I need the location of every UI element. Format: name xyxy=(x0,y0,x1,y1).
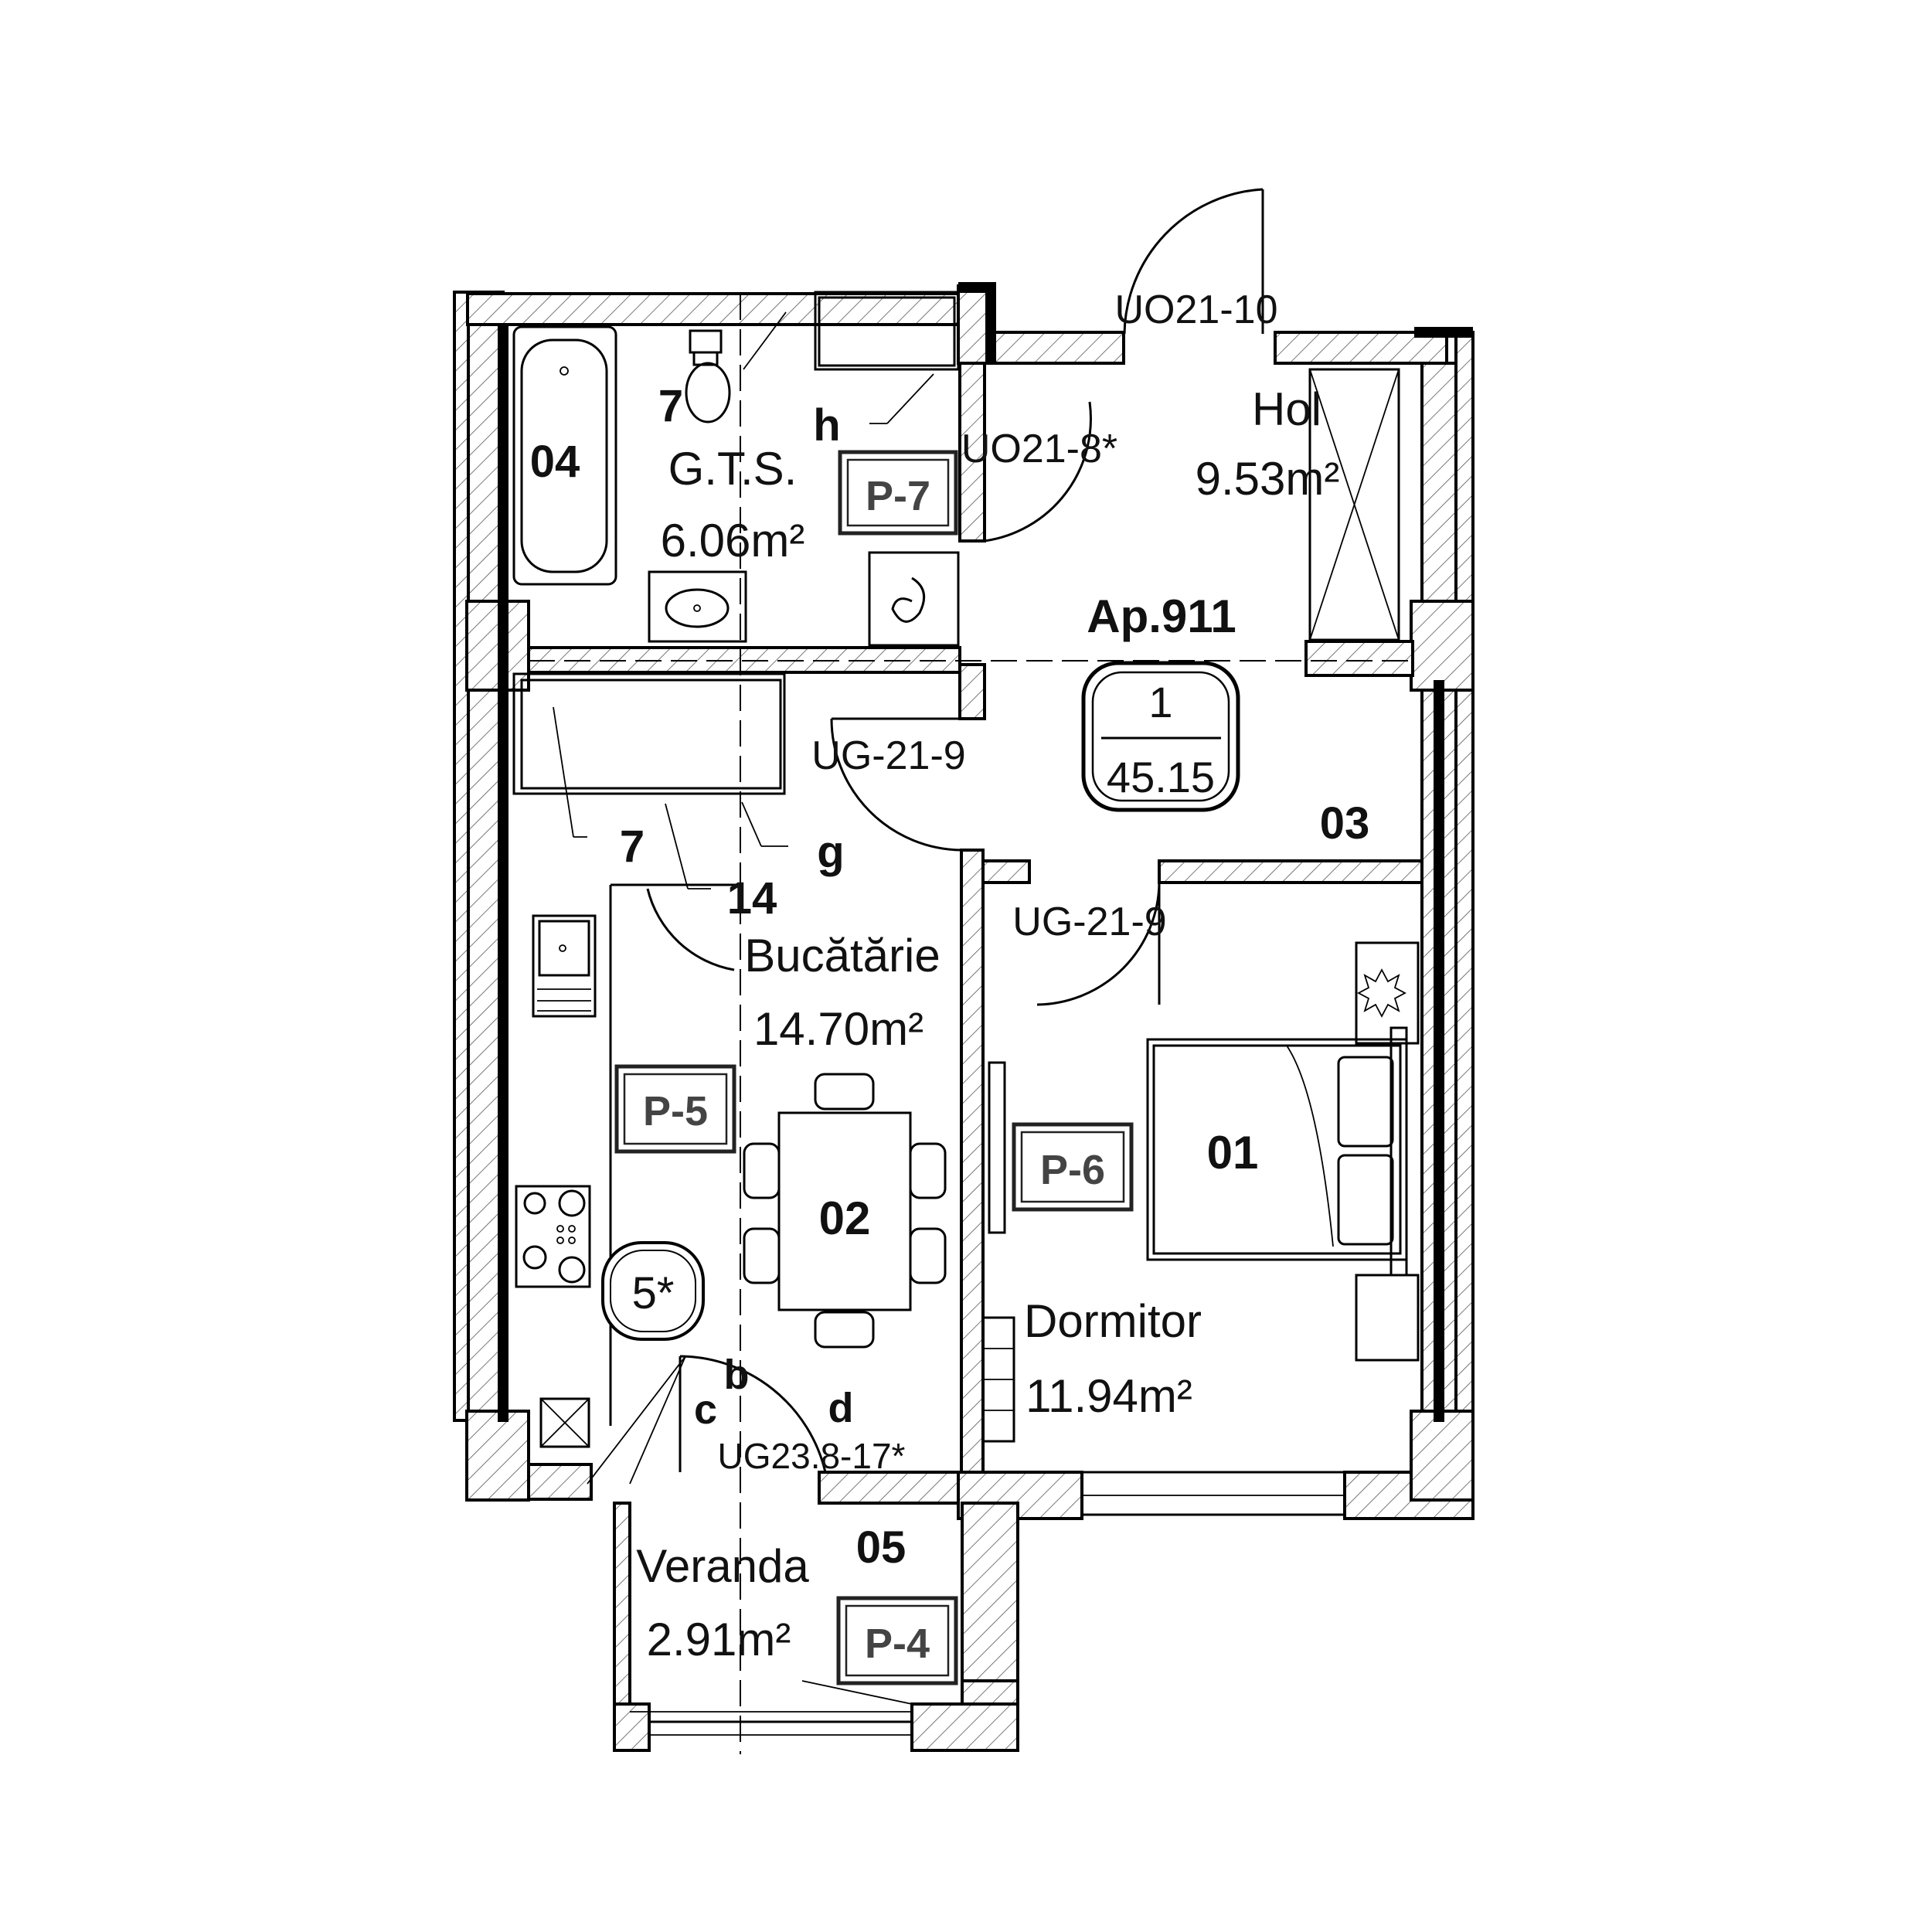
kitchen-marker-seven: 7 xyxy=(620,821,645,872)
door-swings xyxy=(646,188,1264,1473)
bedroom-tag: P-6 xyxy=(1012,1122,1134,1212)
bedroom-name: Dormitor xyxy=(1024,1295,1202,1347)
hall-code: 03 xyxy=(1320,798,1370,849)
axis-lines xyxy=(529,294,1411,1754)
veranda-name: Veranda xyxy=(636,1540,809,1592)
bathtub xyxy=(512,325,617,586)
kitchen-marker-g: g xyxy=(817,827,844,877)
apartment-badge: 1 45.15 xyxy=(1081,661,1240,812)
bathroom-door-label: UO21-8* xyxy=(961,427,1117,471)
shower-rail xyxy=(1308,368,1400,641)
bathroom-tag: P-7 xyxy=(838,450,958,536)
bedroom-area: 11.94m² xyxy=(1026,1370,1192,1422)
apartment-badge-number: 1 xyxy=(1148,678,1172,726)
bedroom-door-label: UG-21-9 xyxy=(1012,900,1166,944)
kitchen-circle-label: 5* xyxy=(632,1268,675,1318)
kitchen-tag: P-5 xyxy=(614,1064,736,1154)
kitchen-circle-badge: 5* xyxy=(601,1241,705,1341)
bath-marker-h: h xyxy=(813,400,840,451)
washing-machine xyxy=(868,551,960,647)
veranda-tag: P-4 xyxy=(836,1596,958,1685)
dining-table xyxy=(743,1073,947,1349)
bathroom-code: 04 xyxy=(530,437,580,487)
veranda-area: 2.91m² xyxy=(647,1614,791,1665)
bathroom-tag-label: P-7 xyxy=(866,473,930,519)
kitchen-marker-fourteen: 14 xyxy=(727,873,777,923)
bedroom-tag-label: P-6 xyxy=(1040,1147,1105,1193)
kitchen-tag-label: P-5 xyxy=(643,1088,708,1134)
veranda-door-label: UG23.8-17* xyxy=(718,1436,906,1476)
toilet xyxy=(685,329,731,423)
entrance-door-label: UO21-10 xyxy=(1115,287,1278,332)
kitchen-marker-c: c xyxy=(694,1386,717,1433)
wardrobe-bedroom xyxy=(981,1061,1015,1443)
kitchen-counter xyxy=(532,883,738,1426)
apartment-name: Ap.911 xyxy=(1087,590,1236,642)
kitchen-area: 14.70m² xyxy=(753,1003,923,1055)
exterior-walls xyxy=(453,282,1475,1752)
stove xyxy=(515,1185,591,1288)
bathroom-name: G.T.S. xyxy=(668,443,798,495)
leader-lines xyxy=(553,311,934,1705)
fridge xyxy=(539,1397,590,1448)
bath-marker-seven: 7 xyxy=(658,381,683,431)
bedroom-code: 01 xyxy=(1207,1127,1259,1179)
hall-area: 9.53m² xyxy=(1196,453,1340,505)
kitchen-code: 02 xyxy=(819,1192,871,1244)
washbasin xyxy=(648,570,747,643)
veranda-code: 05 xyxy=(856,1522,906,1573)
kitchen-marker-d: d xyxy=(828,1385,854,1431)
kitchen-name: Bucătărie xyxy=(744,930,940,981)
bed xyxy=(1146,941,1420,1362)
bathroom-area: 6.06m² xyxy=(661,515,805,566)
hall-name: Hol xyxy=(1252,383,1321,435)
veranda-tag-label: P-4 xyxy=(865,1621,930,1667)
kitchen-door-label: UG-21-9 xyxy=(811,733,965,778)
apartment-badge-area: 45.15 xyxy=(1107,753,1215,801)
kitchen-marker-b: b xyxy=(724,1352,750,1398)
